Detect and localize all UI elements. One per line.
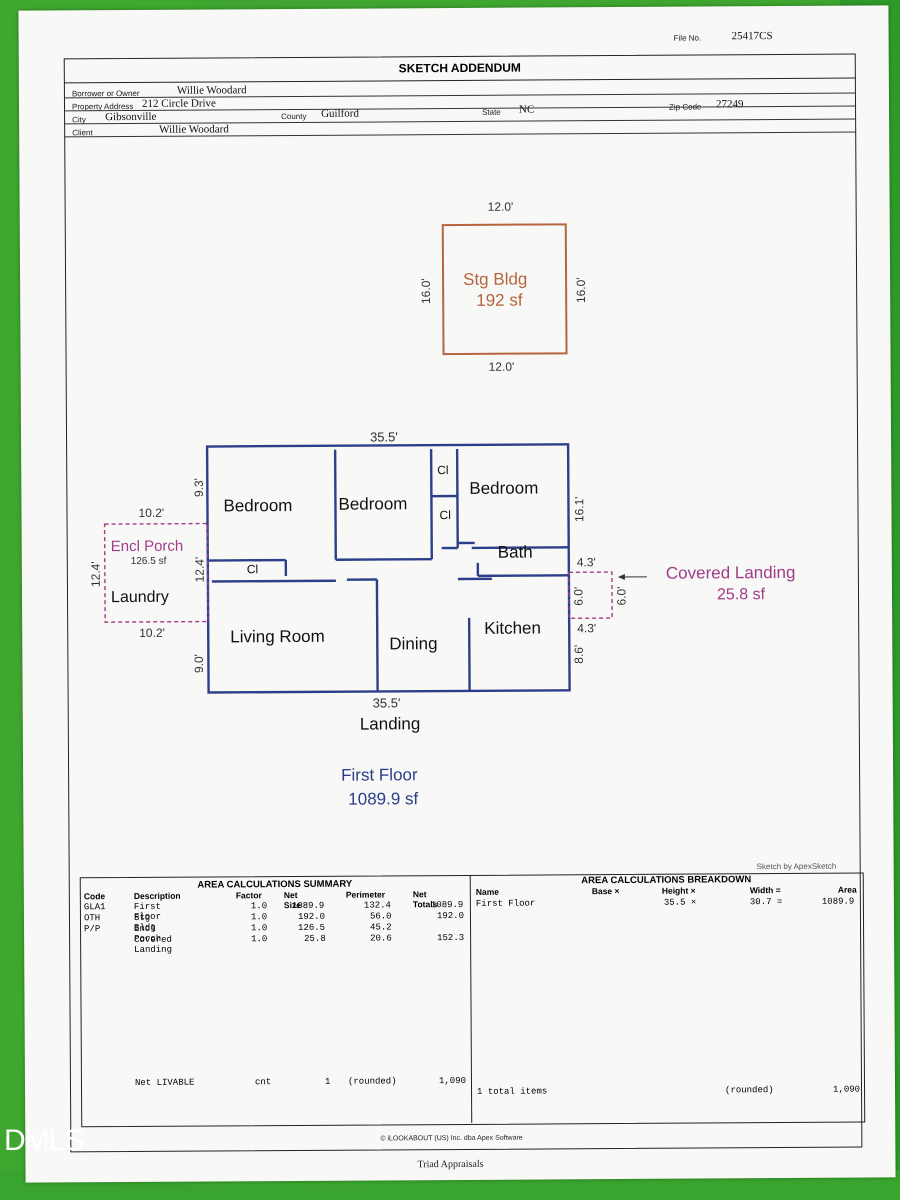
laundry-label: Laundry — [110, 588, 169, 607]
breakdown-cell: 35.5 × — [663, 897, 697, 908]
right-43a-dim: 4.3' — [576, 555, 596, 570]
net-livable-cnt-label: cnt — [254, 1077, 272, 1088]
porch-top-dim: 10.2' — [138, 505, 165, 520]
bottom-text: Triad Appraisals — [417, 1158, 484, 1171]
net-livable-value: 1,090 — [438, 1075, 467, 1087]
stg-bottom-dim: 12.0' — [488, 359, 515, 374]
breakdown-cell: 30.7 = — [749, 897, 783, 908]
net-livable-rounded-label: (rounded) — [347, 1076, 397, 1087]
right-43b-dim: 4.3' — [577, 621, 597, 636]
summary-cell: 152.3 — [437, 932, 465, 944]
stg-left-dim: 16.0' — [418, 278, 434, 305]
stg-area: 192 sf — [476, 290, 523, 310]
summary-cell: 20.6 — [370, 933, 392, 944]
dining-label: Dining — [389, 634, 438, 654]
summary-cell: 1089.9 — [430, 899, 464, 911]
summary-cell: 132.4 — [363, 900, 391, 911]
summary-cell: 126.5 — [298, 922, 326, 933]
right-upper-dim: 16.1' — [572, 496, 587, 523]
porch-bottom-dim: 10.2' — [139, 625, 165, 640]
summary-cell: 1.0 — [250, 901, 268, 912]
breakdown-header-base: Base × — [591, 886, 620, 897]
porch-area: 126.5 sf — [130, 555, 167, 567]
summary-cell: 1.0 — [251, 934, 268, 945]
breakdown-cell: First Floor — [475, 898, 536, 909]
bedroom-3-label: Bedroom — [469, 478, 539, 498]
breakdown-header-height: Height × — [661, 885, 696, 896]
house-outline — [205, 443, 571, 694]
breakdown-header-name: Name — [475, 886, 500, 897]
breakdown-header-area: Area — [837, 884, 857, 895]
dmls-watermark: DMLS — [4, 1124, 84, 1157]
closet-2-label: Cl — [439, 508, 451, 523]
breakdown-header-width: Width = — [749, 885, 781, 896]
right-86-dim: 8.6' — [571, 644, 586, 664]
porch-name: Encl Porch — [110, 537, 184, 556]
copyright: © iLOOKABOUT (US) Inc. dba Apex Software — [380, 1134, 523, 1143]
left-middle-dim: 12.4' — [192, 556, 207, 583]
summary-cell: 1.0 — [251, 923, 268, 934]
closet-1-label: Cl — [437, 463, 449, 478]
breakdown-cell: 1089.9 — [821, 896, 855, 907]
summary-cell: 192.0 — [297, 911, 326, 922]
enclosed-porch-outline — [103, 522, 209, 623]
summary-cell: OTH — [83, 913, 101, 924]
net-livable-cnt: 1 — [324, 1076, 331, 1087]
landing-label: Landing — [359, 714, 421, 734]
summary-cell: 1089.9 — [291, 900, 325, 912]
stg-name: Stg Bldg — [463, 269, 528, 289]
landing-arrow-head — [617, 573, 625, 580]
stg-top-dim: 12.0' — [487, 199, 514, 214]
covered-landing-outline — [568, 571, 613, 620]
floor-area: 1089.9 sf — [348, 789, 419, 809]
right-60-dim: 6.0' — [571, 586, 586, 606]
covered-landing-area: 25.8 sf — [716, 586, 766, 604]
closet-3-label: Cl — [246, 562, 259, 577]
left-upper-dim: 9.3' — [191, 478, 206, 498]
summary-cell: Covered Landing — [134, 934, 173, 955]
living-room-label: Living Room — [230, 626, 325, 647]
floor-plan-sketch — [103, 223, 647, 694]
summary-header-factor: Factor — [235, 890, 262, 901]
house-top-dim: 35.5' — [369, 429, 398, 445]
landing-60-dim: 6.0' — [614, 586, 629, 606]
summary-cell: 45.2 — [370, 922, 392, 933]
kitchen-label: Kitchen — [484, 618, 541, 638]
breakdown-total-items: 1 total items — [477, 1086, 548, 1097]
bedroom-2-label: Bedroom — [338, 494, 408, 514]
house-bottom-dim: 35.5' — [372, 695, 401, 711]
summary-cell: 56.0 — [369, 911, 392, 922]
summary-cell: P/P — [84, 924, 101, 935]
summary-cell: 1.0 — [250, 912, 268, 923]
storage-building-outline — [441, 223, 568, 356]
summary-cell: 25.8 — [304, 933, 326, 944]
summary-header-description: Description — [133, 890, 181, 901]
bedroom-1-label: Bedroom — [223, 496, 293, 516]
left-lower-dim: 9.0' — [191, 654, 206, 674]
net-livable-label: Net LIVABLE — [134, 1077, 195, 1088]
stg-right-dim: 16.0' — [573, 277, 589, 304]
covered-landing-label: Covered Landing — [665, 562, 796, 583]
summary-cell: GLA1 — [83, 902, 106, 913]
bath-label: Bath — [497, 542, 533, 562]
sketch-addendum-page: File No. 25417CS SKETCH ADDENDUM Borrowe… — [18, 5, 896, 1183]
breakdown-rounded-value: 1,090 — [833, 1084, 861, 1095]
sketch-credit: Sketch by ApexSketch — [756, 861, 837, 872]
summary-header-code: Code — [83, 891, 106, 902]
porch-left-dim: 12.4' — [88, 561, 103, 588]
breakdown-rounded-label: (rounded) — [725, 1085, 774, 1096]
floor-name: First Floor — [341, 765, 418, 785]
summary-cell: 192.0 — [436, 910, 465, 922]
summary-header-perimeter: Perimeter — [345, 889, 386, 900]
